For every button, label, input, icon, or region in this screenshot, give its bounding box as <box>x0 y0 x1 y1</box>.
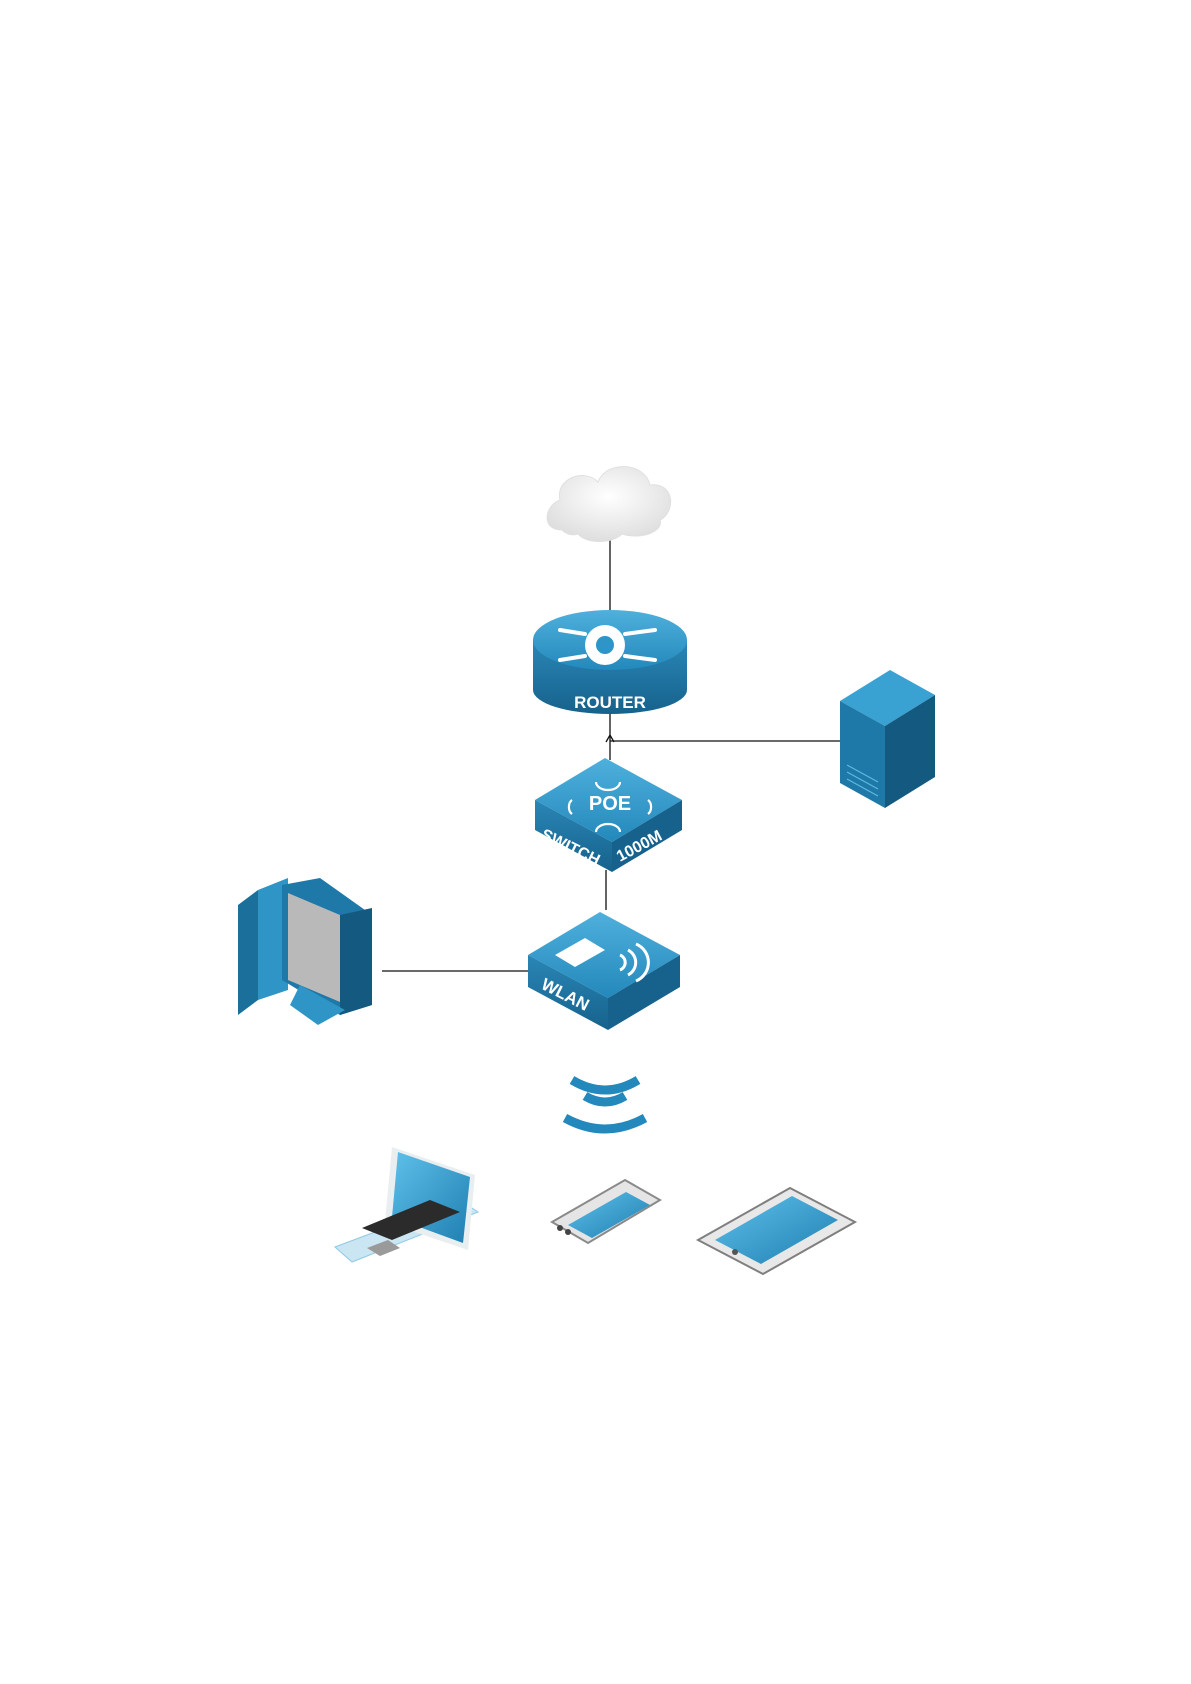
router-label: ROUTER <box>574 693 646 712</box>
server-tower-icon <box>840 670 935 808</box>
laptop-icon <box>335 1147 478 1262</box>
poe-label: POE <box>589 793 631 815</box>
router-icon: ROUTER <box>533 610 687 714</box>
poe-switch-icon: POE SWITCH 1000M <box>535 758 682 872</box>
smartphone-icon <box>552 1180 660 1243</box>
tablet-icon <box>698 1188 855 1274</box>
desktop-computer-icon <box>238 878 372 1025</box>
wifi-signal-icon <box>565 1080 645 1129</box>
connections <box>382 540 840 971</box>
wlan-access-point-icon: WLAN <box>528 912 680 1030</box>
cloud-icon <box>547 467 671 542</box>
